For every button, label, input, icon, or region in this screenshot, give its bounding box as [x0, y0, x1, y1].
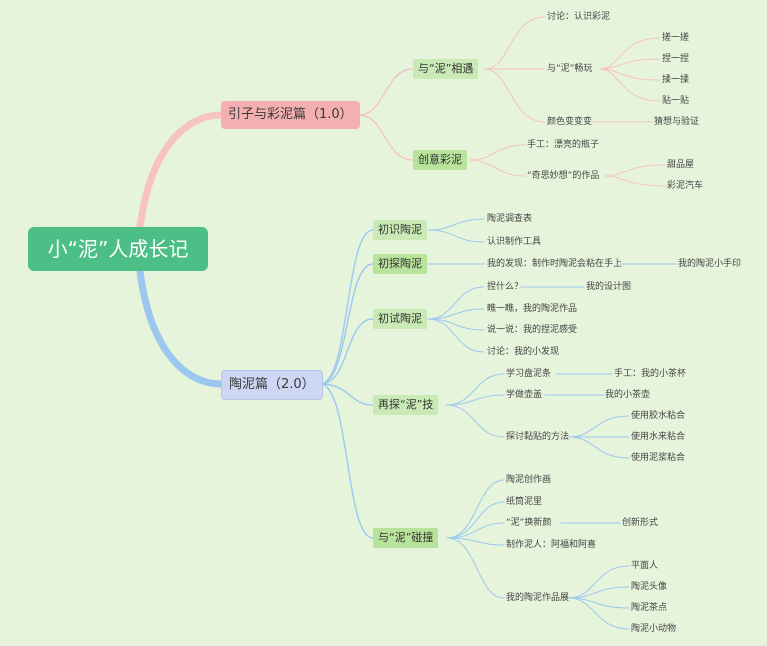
- subtopic-know-pottery[interactable]: 初识陶泥: [373, 220, 427, 240]
- leaf-topic[interactable]: 陶泥调查表: [487, 214, 533, 224]
- leaf-topic[interactable]: 我的陶泥作品展: [506, 593, 570, 603]
- leaf-topic[interactable]: 平面人: [631, 561, 659, 571]
- branch-intro-clay[interactable]: 引子与彩泥篇（1.0）: [221, 101, 360, 129]
- leaf-topic[interactable]: 手工：我的小茶杯: [614, 369, 687, 379]
- leaf-topic[interactable]: 手工：漂亮的瓶子: [527, 140, 600, 150]
- leaf-topic[interactable]: 我的小茶壶: [605, 390, 651, 400]
- branch-pottery-clay[interactable]: 陶泥篇（2.0）: [221, 370, 323, 400]
- leaf-topic[interactable]: 陶泥创作画: [506, 475, 552, 485]
- leaf-topic[interactable]: 瞧一瞧，我的陶泥作品: [487, 304, 578, 314]
- leaf-topic[interactable]: 我的发现：制作时陶泥会粘在手上: [487, 259, 623, 269]
- leaf-topic[interactable]: 陶泥小动物: [631, 624, 677, 634]
- leaf-topic[interactable]: 创新形式: [622, 518, 659, 528]
- subtopic-reexplore-technique[interactable]: 再探“泥”技: [373, 395, 439, 415]
- leaf-topic[interactable]: “奇思妙想”的作品: [527, 171, 600, 181]
- connector-root-branch2: [136, 267, 225, 388]
- leaf-topic[interactable]: 陶泥茶点: [631, 603, 668, 613]
- leaf-topic[interactable]: 我的设计图: [586, 282, 632, 292]
- leaf-topic[interactable]: 捏什么？: [487, 282, 524, 292]
- connector-root-branch1: [136, 111, 225, 231]
- leaf-topic[interactable]: 贴一贴: [662, 96, 690, 106]
- leaf-topic[interactable]: 搓一搓: [662, 33, 690, 43]
- leaf-topic[interactable]: 捏一捏: [662, 54, 690, 64]
- leaf-topic[interactable]: 揉一揉: [662, 75, 690, 85]
- subtopic-explore-pottery[interactable]: 初探陶泥: [373, 254, 427, 274]
- subtopic-meet-clay[interactable]: 与“泥”相遇: [413, 59, 479, 79]
- leaf-topic[interactable]: 使用胶水粘合: [631, 411, 686, 421]
- leaf-topic[interactable]: 使用水来粘合: [631, 432, 686, 442]
- leaf-topic[interactable]: 彩泥汽车: [667, 181, 704, 191]
- leaf-topic[interactable]: 制作泥人：阿福和阿喜: [506, 540, 597, 550]
- leaf-topic[interactable]: 纸筒泥里: [506, 497, 543, 507]
- root-topic[interactable]: 小“泥”人成长记: [28, 227, 208, 271]
- leaf-topic[interactable]: “泥”换新颜: [506, 518, 552, 528]
- leaf-topic[interactable]: 甜品屋: [667, 160, 695, 170]
- leaf-topic[interactable]: 探讨黏贴的方法: [506, 432, 570, 442]
- leaf-topic[interactable]: 讨论：我的小发现: [487, 347, 560, 357]
- leaf-topic[interactable]: 我的陶泥小手印: [678, 259, 742, 269]
- leaf-topic[interactable]: 认识制作工具: [487, 237, 542, 247]
- leaf-topic[interactable]: 陶泥头像: [631, 582, 668, 592]
- subtopic-creative-clay[interactable]: 创意彩泥: [413, 150, 467, 170]
- leaf-topic[interactable]: 学习盘泥条: [506, 369, 552, 379]
- subtopic-try-pottery[interactable]: 初试陶泥: [373, 309, 427, 329]
- subtopic-collide-clay[interactable]: 与“泥”碰撞: [373, 528, 439, 548]
- leaf-topic[interactable]: 使用泥浆粘合: [631, 453, 686, 463]
- leaf-topic[interactable]: 与“泥”畅玩: [547, 64, 593, 74]
- leaf-topic[interactable]: 讨论：认识彩泥: [547, 12, 611, 22]
- leaf-topic[interactable]: 学做壶盖: [506, 390, 543, 400]
- leaf-topic[interactable]: 颜色变变变: [547, 117, 593, 127]
- leaf-topic[interactable]: 猜想与验证: [654, 117, 700, 127]
- leaf-topic[interactable]: 说一说：我的捏泥感受: [487, 325, 578, 335]
